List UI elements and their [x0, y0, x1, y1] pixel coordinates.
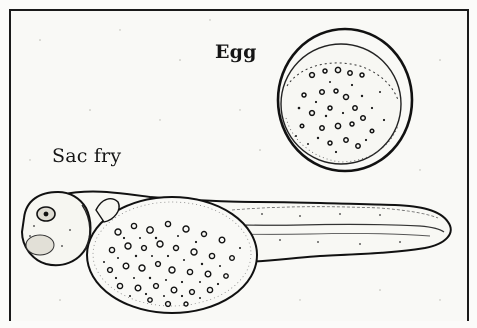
egg-label: Egg: [215, 41, 257, 63]
sac-fry-label: Sac fry: [52, 145, 121, 167]
egg-drawing: [278, 29, 412, 171]
fry-pupil: [44, 212, 49, 217]
egg-inner-yolk: [281, 44, 401, 164]
fry-lower-jaw: [26, 235, 54, 255]
fry-head: [22, 192, 91, 265]
sac-fry-drawing: [22, 191, 451, 313]
